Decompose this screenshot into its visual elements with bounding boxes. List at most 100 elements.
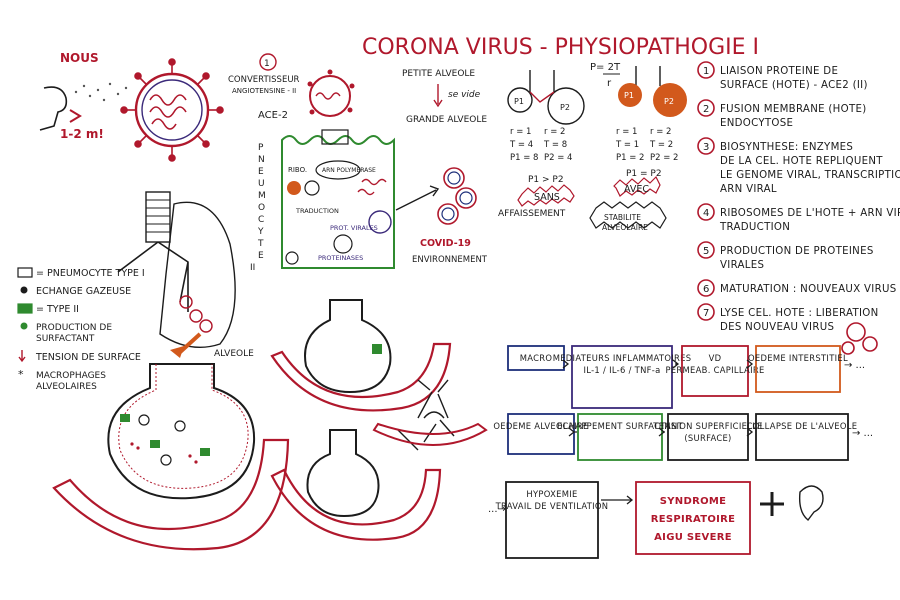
entry-num: 1 <box>264 59 270 69</box>
step-text: SURFACE (HOTE) - ACE2 (II) <box>720 80 868 91</box>
avec-label: AVEC <box>624 184 649 195</box>
legend-text: MACROPHAGES <box>36 371 106 381</box>
legend-icon <box>20 286 28 294</box>
formula-num: P= 2T <box>590 62 621 73</box>
sans-p1: P1 <box>514 97 524 106</box>
flow-box-text: VD <box>709 353 722 363</box>
laplace-value: r = 2 <box>650 127 671 137</box>
proteinases-label: PROTEINASES <box>318 254 363 262</box>
nous-figure: NOUS 1-2 m! <box>39 51 128 141</box>
flow-box <box>755 345 841 393</box>
flow-box <box>507 413 575 455</box>
page-title: CORONA VIRUS - PHYSIOPATHOGIE I <box>362 35 759 60</box>
flow-box-text: HYPOXEMIE <box>526 489 577 499</box>
legend-text: = PNEUMOCYTE TYPE I <box>36 268 145 279</box>
distance-label: 1-2 m! <box>60 127 104 141</box>
nous-label: NOUS <box>60 51 99 65</box>
laplace-value: P1 = 8 <box>510 153 538 163</box>
laplace-values: r = 1T = 4P1 = 8r = 2T = 8P2 = 4r = 1T =… <box>509 127 678 163</box>
pneumocyte-type: II <box>250 263 255 273</box>
alveolus-middle-top <box>270 299 452 412</box>
flow-box <box>681 345 749 397</box>
legend-text: = TYPE II <box>36 304 79 315</box>
alveolus-middle-bottom <box>270 429 442 541</box>
alveole-label: ALVEOLE <box>214 349 254 359</box>
avec-p2: P2 <box>664 97 674 106</box>
legend-text: PRODUCTION DE <box>36 323 112 333</box>
step-number: 7 <box>703 308 709 319</box>
flow-box-text: IL-1 / IL-6 / TNF-a <box>583 365 660 375</box>
laplace-value: r = 2 <box>544 127 565 137</box>
laplace-value: r = 1 <box>510 127 531 137</box>
step-number: 4 <box>703 208 709 219</box>
laplace-value: r = 1 <box>616 127 637 137</box>
laplace-value: T = 4 <box>509 140 533 150</box>
viral-entry-diagram: 1 CONVERTISSEUR ANGIOTENSINE - II ACE-2 … <box>228 53 488 273</box>
step-number-circle <box>697 99 715 117</box>
flow-box-text: MEDIATEURS INFLAMMATOIRES <box>553 353 692 363</box>
legend-text: ECHANGE GAZEUSE <box>36 286 131 297</box>
arn-poly-label: ARN POLYMERASE <box>322 167 376 174</box>
affaissement-label: AFFAISSEMENT <box>498 209 566 219</box>
step-number: 1 <box>703 66 709 77</box>
convertisseur-label: CONVERTISSEUR <box>228 75 300 85</box>
flow-box-text: OEDEME ALVEOLAIRE <box>493 421 588 431</box>
laplace-value: P2 = 2 <box>650 153 678 163</box>
legend-icon <box>17 267 33 278</box>
flow-box-text: TENSION SUPERFICIELLE <box>652 421 762 431</box>
flow-box-text: AIGU SEVERE <box>654 532 732 543</box>
flow-arrow <box>568 427 577 437</box>
step-number: 2 <box>703 104 709 115</box>
down-arrow-icon <box>18 350 26 363</box>
step-text: DE LA CEL. HOTE REPLIQUENT <box>720 156 883 167</box>
covid-label: COVID-19 <box>420 238 471 249</box>
step-number-circle <box>697 61 715 79</box>
flow-arrow <box>672 359 680 369</box>
angiotensine-label: ANGIOTENSINE - II <box>232 87 296 95</box>
step-text: MATURATION : NOUVEAUX VIRUS <box>720 284 897 295</box>
avec-p1: P1 <box>624 91 634 100</box>
flow-box-text: COLLAPSE DE L'ALVEOLE <box>747 421 858 431</box>
flow-arrow <box>746 359 754 369</box>
environnement-label: ENVIRONNEMENT <box>412 255 488 265</box>
ace2-label: ACE-2 <box>258 110 288 121</box>
flow-box <box>577 413 663 461</box>
flow-arrow <box>562 359 570 369</box>
prot-virales-label: PROT. VIRALES <box>330 224 378 232</box>
star-icon: * <box>18 368 24 381</box>
formula-den: r <box>607 78 612 89</box>
step-number: 5 <box>703 246 709 257</box>
step-text: ARN VIRAL <box>720 184 777 195</box>
flow-arrow <box>746 427 754 437</box>
step-number: 3 <box>703 142 709 153</box>
flow-box <box>667 413 749 461</box>
traduction-label: TRADUCTION <box>295 207 339 215</box>
flow-box <box>505 481 599 559</box>
legend: = PNEUMOCYTE TYPE I ECHANGE GAZEUSE = TYPE… <box>17 267 145 392</box>
laplace-value: P2 = 4 <box>544 153 572 163</box>
laplace-value: P1 = 2 <box>616 153 644 163</box>
virus-illustration <box>120 58 224 162</box>
laplace-diagram: PETITE ALVEOLE se vide GRANDE ALVEOLE P=… <box>402 62 687 232</box>
flow-box <box>571 345 673 409</box>
step-text: LYSE CEL. HOTE : LIBERATION <box>720 308 879 319</box>
flow-box-text: MACRO <box>520 353 553 363</box>
legend-text: ALVEOLAIRES <box>36 382 97 392</box>
sans-eq: P1 > P2 <box>528 175 564 185</box>
flow-box-text: ECHAPPEMENT SURFACTANT <box>557 421 684 431</box>
step-number: 6 <box>703 284 709 295</box>
petite-alveole: PETITE ALVEOLE <box>402 69 475 79</box>
flow-box-text: RESPIRATOIRE <box>651 514 736 525</box>
step-text: BIOSYNTHESE: ENZYMES <box>720 142 853 153</box>
step-text: LE GENOME VIRAL, TRANSCRIPTION <box>720 170 900 181</box>
step-text: DES NOUVEAU VIRUS <box>720 322 834 333</box>
flow-box <box>755 413 849 461</box>
legend-text: SURFACTANT <box>36 334 95 344</box>
flow-arrow <box>601 495 634 505</box>
ribo-label: RIBO. <box>288 166 307 174</box>
avec-eq: P1 = P2 <box>626 169 662 179</box>
collapsed-alveolus <box>372 379 488 451</box>
